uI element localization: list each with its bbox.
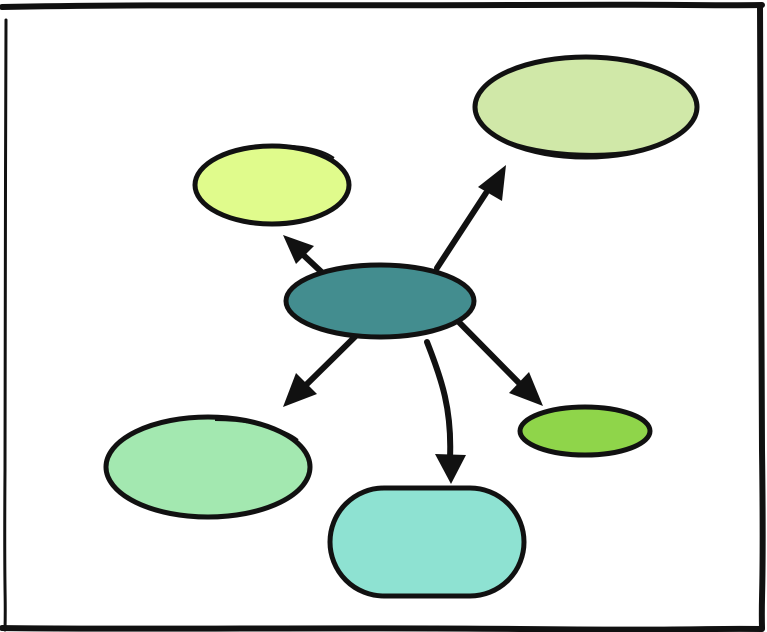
frame-right-edge bbox=[757, 3, 766, 631]
node-top-right bbox=[472, 54, 700, 160]
node-bottom-left-sketch-stroke bbox=[214, 419, 299, 441]
frame-bottom-edge bbox=[0, 625, 765, 632]
arrow-to-bottom-center bbox=[424, 339, 454, 461]
node-top-left-sketch-stroke bbox=[255, 144, 335, 159]
frame-left-edge bbox=[3, 18, 8, 632]
node-bottom-center bbox=[327, 485, 527, 599]
arrowhead-top-left bbox=[283, 235, 314, 264]
node-central bbox=[283, 262, 477, 340]
node-top-left bbox=[192, 143, 352, 227]
node-bottom-right bbox=[517, 404, 653, 458]
arrowhead-bottom-right bbox=[509, 372, 543, 406]
arrowhead-bottom-center bbox=[435, 454, 466, 484]
mind-map-nodes bbox=[103, 54, 700, 599]
arrowhead-bottom-left bbox=[283, 373, 317, 407]
node-top-right-sketch-stroke bbox=[484, 126, 641, 155]
arrow-to-top-right bbox=[434, 190, 489, 271]
connector-arrows bbox=[283, 165, 543, 484]
node-bottom-left bbox=[103, 414, 313, 520]
frame-top-edge bbox=[0, 1, 765, 10]
arrowhead-top-right bbox=[478, 165, 506, 201]
